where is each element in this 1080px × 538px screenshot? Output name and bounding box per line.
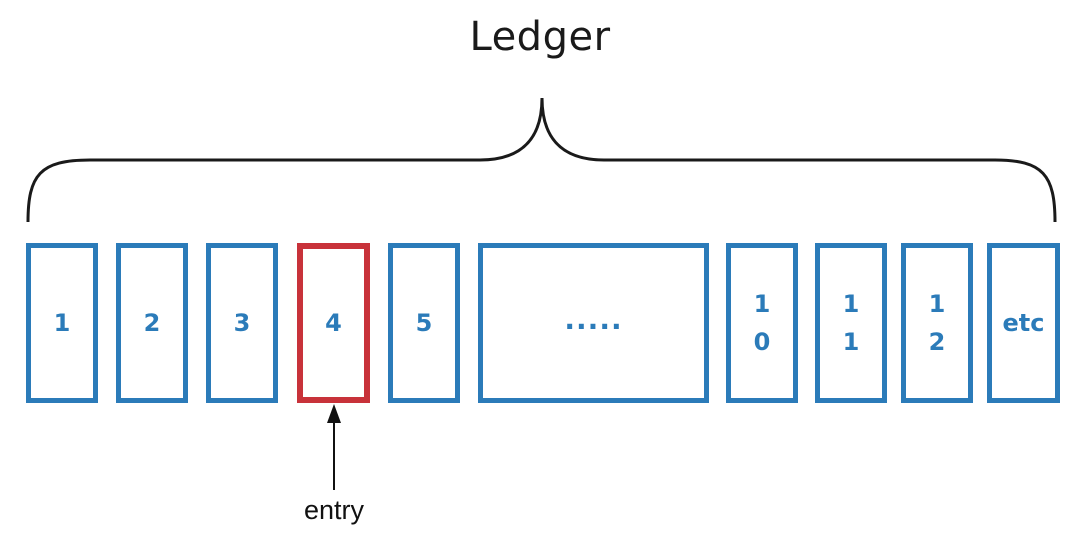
entry-box-2: 2 xyxy=(116,243,188,403)
entry-digit-10-a: 1 xyxy=(753,290,771,318)
entry-digit-11-b: 1 xyxy=(842,328,860,356)
entry-box-12: 1 2 xyxy=(901,243,973,403)
entry-label-5: 5 xyxy=(415,309,433,337)
entry-label-2: 2 xyxy=(143,309,161,337)
entry-digit-12-b: 2 xyxy=(928,328,946,356)
entry-digit-12-a: 1 xyxy=(928,290,946,318)
entry-box-1: 1 xyxy=(26,243,98,403)
entry-box-ellipsis: ..... xyxy=(478,243,709,403)
entry-box-etc: etc xyxy=(987,243,1060,403)
entry-pointer-label: entry xyxy=(303,495,365,525)
entry-box-5: 5 xyxy=(388,243,460,403)
entry-label-etc: etc xyxy=(1002,309,1045,337)
entry-digit-10-b: 0 xyxy=(753,328,771,356)
entry-label-4: 4 xyxy=(325,309,342,337)
entry-box-3: 3 xyxy=(206,243,278,403)
ellipsis-label: ..... xyxy=(564,302,623,336)
entry-label-1: 1 xyxy=(53,309,71,337)
ledger-brace xyxy=(26,97,1057,223)
entry-box-4-highlighted: 4 xyxy=(297,243,370,403)
ledger-title: Ledger xyxy=(469,14,611,60)
entry-label-3: 3 xyxy=(233,309,251,337)
entry-box-10: 1 0 xyxy=(726,243,798,403)
entry-box-11: 1 1 xyxy=(815,243,887,403)
entry-digit-11-a: 1 xyxy=(842,290,860,318)
